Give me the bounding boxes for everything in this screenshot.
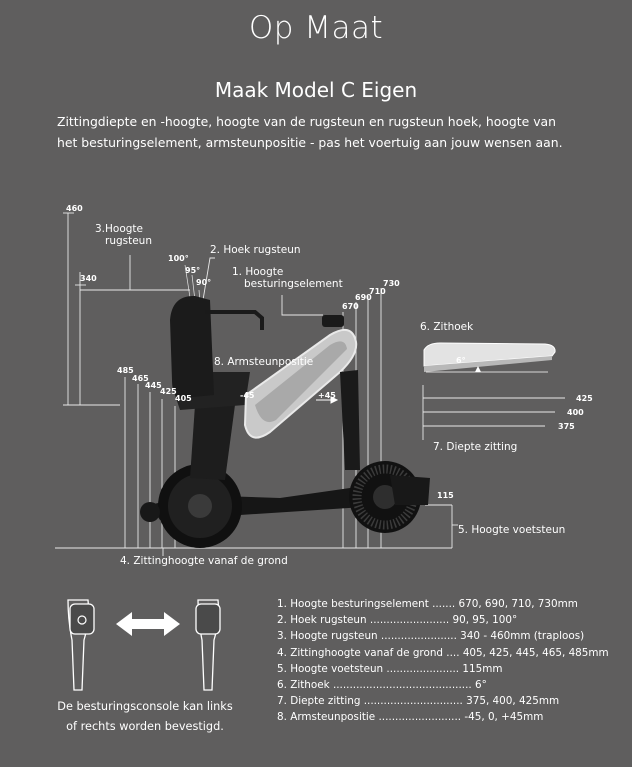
label-armrest: 8. Armsteunpositie [214,356,314,368]
spec-item: 3. Hoogte rugsteun .....................… [277,630,585,643]
value-340: 340 [80,274,97,283]
value-465: 465 [132,374,149,383]
control-unit [322,315,344,327]
spec-item: 6. Zithoek .............................… [277,679,487,692]
swap-arrow-icon [116,612,180,636]
console-caption-line-2: of rechts worden bevestigd. [66,720,224,733]
spec-item: 7. Diepte zitting ......................… [277,695,560,708]
label-footrest: 5. Hoogte voetsteun [458,524,566,536]
value-depth-425: 425 [576,394,593,403]
spec-item: 8. Armsteunpositie .....................… [277,711,544,724]
label-control-height-2: besturingselement [244,278,343,290]
value-100deg: 100° [168,254,189,263]
label-backrest-height-2: rugsteun [105,235,152,247]
label-seat-depth: 7. Diepte zitting [433,441,518,453]
page-title: Op Maat [248,10,384,46]
value-690: 690 [355,293,372,302]
wheelchair-body [140,295,430,548]
value-405: 405 [175,394,192,403]
label-seat-height: 4. Zittinghoogte vanaf de grond [120,555,288,567]
label-seat-angle: 6. Zithoek [420,321,474,333]
value-485: 485 [117,366,134,375]
value-460: 460 [66,204,83,213]
value-6deg: 6° [456,356,466,365]
page-subtitle: Maak Model C Eigen [214,78,418,102]
intro-text: Zittingdiepte en -hoogte, hoogte van de … [57,114,563,150]
backrest [170,295,214,398]
value-plus45: +45 [318,391,336,400]
value-depth-375: 375 [558,422,575,431]
spec-item: 5. Hoogte voetsteun ....................… [277,662,503,675]
value-425: 425 [160,387,177,396]
console-caption: De besturingsconsole kan links of rechts… [40,697,250,737]
console-caption-line-1: De besturingsconsole kan links [57,700,233,713]
spec-list: 1. Hoogte besturingselement ....... 670,… [277,596,609,726]
value-670: 670 [342,302,359,311]
label-backrest-height-1: 3.Hoogte [95,223,144,235]
value-730: 730 [383,279,400,288]
value-minus45: -45 [240,391,255,400]
label-control-height-1: 1. Hoogte [232,266,284,278]
value-90deg: 90° [196,278,212,287]
value-710: 710 [369,287,386,296]
seat-angle-cushion [423,342,556,373]
value-95deg: 95° [185,266,201,275]
value-445: 445 [145,381,162,390]
value-115: 115 [437,491,454,500]
value-depth-400: 400 [567,408,584,417]
spec-item: 2. Hoek rugsteun .......................… [277,614,518,627]
label-backrest-angle: 2. Hoek rugsteun [210,244,301,256]
spec-item: 1. Hoogte besturingselement ....... 670,… [277,598,578,610]
console-illustration [67,599,221,691]
spec-item: 4. Zittinghoogte vanaf de grond .... 405… [277,646,609,659]
